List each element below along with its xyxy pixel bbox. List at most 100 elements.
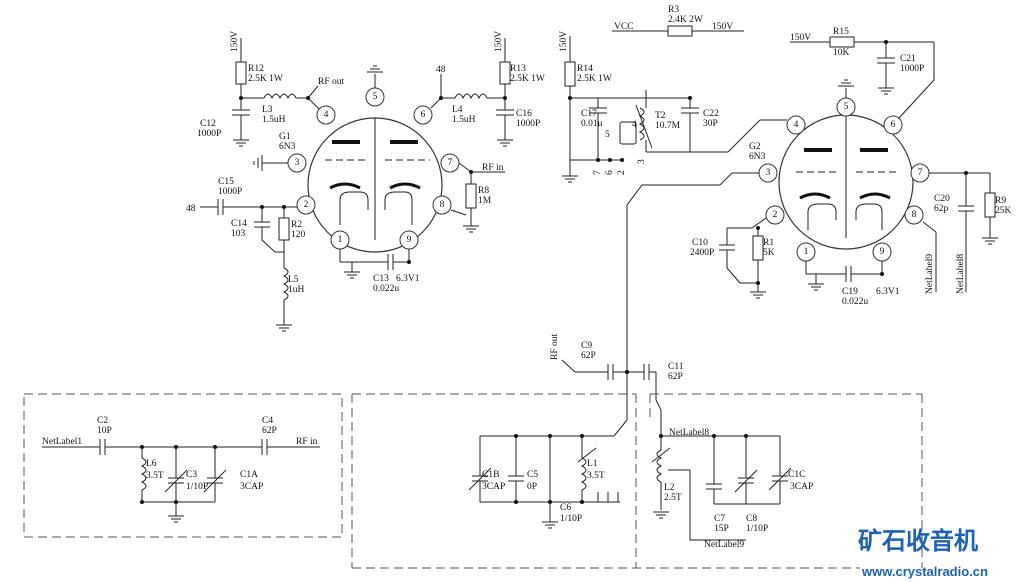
label-150v-r13: 150V (494, 31, 504, 52)
g1-pin-8: 8 (440, 200, 445, 210)
tube-g2-pins: 1 2 3 4 5 6 7 8 9 (758, 97, 930, 262)
tube-g2-wiring (561, 25, 999, 374)
label-c7-value: 15P (714, 524, 729, 534)
label-r3-150v: 150V (712, 22, 733, 32)
label-t2-pin2: 2 (617, 170, 627, 175)
label-c4-value: 62P (262, 426, 277, 436)
label-c10-value: 2400P (690, 248, 714, 258)
tube-g1 (307, 117, 443, 253)
label-c3-value: 1/10P (186, 482, 208, 492)
label-c2: C2 (97, 416, 108, 426)
g2-pin-2: 2 (773, 210, 778, 220)
label-c11-value: 62P (668, 372, 683, 382)
label-150v-r15: 150V (790, 33, 811, 43)
label-c14: C14 (231, 219, 247, 229)
label-c1c-value: 3CAP (790, 482, 813, 492)
label-r13: R13 (510, 64, 526, 74)
dashed-enclosures (23, 393, 923, 569)
tank-right (651, 434, 792, 541)
g1-pin-1: 1 (338, 235, 343, 245)
label-t2-pin5: 5 (605, 130, 610, 140)
label-c20: C20 (934, 194, 950, 204)
label-c5: C5 (527, 470, 538, 480)
label-t2-pin4: 4 (632, 120, 637, 130)
label-c4: C4 (262, 416, 273, 426)
label-netlabel8-horizontal: NetLabel8 (669, 428, 709, 438)
label-c12-value: 1000P (197, 129, 221, 139)
label-netlabel1: NetLabel1 (42, 437, 82, 447)
label-rf-in-top: RF in (482, 163, 504, 173)
g2-pin-4: 4 (794, 120, 799, 130)
label-c3: C3 (186, 470, 197, 480)
label-c11: C11 (668, 362, 684, 372)
label-r15: R15 (833, 27, 849, 37)
coupling-c9-c11 (561, 359, 662, 437)
tube-g2 (778, 114, 914, 250)
label-l4: L4 (452, 105, 463, 115)
label-c12: C12 (200, 119, 216, 129)
label-g2: G2 (749, 142, 761, 152)
g1-pin-2: 2 (304, 200, 309, 210)
label-rf-out-mid: RF out (550, 334, 560, 360)
label-netlabel9-horizontal: NetLabel9 (704, 540, 744, 550)
label-r8-value: 1M (478, 196, 492, 206)
label-r3-value: 2.4K 2W (668, 15, 703, 25)
label-g1-value: 6N3 (279, 142, 296, 152)
label-c17-value: 0.01u (581, 119, 603, 129)
label-g2-value: 6N3 (749, 152, 766, 162)
label-rf-in-bottom: RF in (296, 437, 318, 447)
g1-pin-6: 6 (421, 110, 426, 120)
label-l6-value: 3.5T (146, 471, 164, 481)
label-c22: C22 (703, 109, 719, 119)
label-r9: R9 (995, 196, 1006, 206)
label-vcc: VCC (614, 22, 634, 32)
label-c13: C13 (373, 274, 389, 284)
label-t2-pin7: 7 (593, 170, 603, 175)
label-l3: L3 (262, 105, 273, 115)
label-c16: C16 (516, 109, 532, 119)
label-g1: G1 (279, 132, 291, 142)
g2-pin-6: 6 (891, 120, 896, 130)
label-c6-value: 1/10P (560, 514, 582, 524)
label-150v-r14: 150V (559, 31, 569, 52)
label-c21: C21 (900, 54, 916, 64)
label-r15-value: 10K (833, 48, 850, 58)
label-l5-value: 1uH (288, 285, 305, 295)
label-r14-value: 2.5K 1W (577, 74, 612, 84)
label-r3: R3 (668, 5, 679, 15)
label-150v-r12: 150V (230, 31, 240, 52)
label-c19: C19 (842, 287, 858, 297)
tube-g1-pins: 1 2 3 4 5 6 7 8 9 (287, 87, 460, 250)
label-c20-value: 62p (934, 204, 949, 214)
watermark: 矿石收音机 www.crystalradio.cn (858, 527, 988, 579)
g2-pin-5: 5 (844, 102, 849, 112)
label-c15-value: 1000P (218, 187, 242, 197)
label-t2-pin6: 6 (605, 170, 615, 175)
label-r12: R12 (248, 64, 264, 74)
label-c14-value: 103 (231, 229, 246, 239)
label-r1: R1 (763, 238, 774, 248)
label-c15: C15 (218, 177, 234, 187)
g1-pin-3: 3 (295, 158, 300, 168)
label-c6: C6 (560, 503, 571, 513)
label-c1b: C1B (482, 470, 499, 480)
label-netlabel9-vertical: NetLabel9 (925, 254, 935, 294)
watermark-url: www.crystalradio.cn (861, 564, 988, 579)
label-c16-value: 1000P (516, 119, 540, 129)
label-l2: L2 (664, 483, 675, 493)
g2-pin-1: 1 (804, 247, 809, 257)
g1-pin-5: 5 (373, 92, 378, 102)
label-c19-value: 0.022u (842, 297, 868, 307)
label-c22-value: 30P (703, 119, 718, 129)
label-l4-value: 1.5uH (452, 115, 476, 125)
label-r1-value: 5K (763, 248, 775, 258)
label-c8: C8 (746, 514, 757, 524)
g1-pin-4: 4 (324, 110, 329, 120)
label-c7: C7 (714, 514, 725, 524)
label-c2-value: 10P (97, 426, 112, 436)
label-r14: R14 (577, 64, 593, 74)
label-c21-value: 1000P (900, 64, 924, 74)
label-l2-value: 2.5T (664, 493, 682, 503)
label-c17: C17 (581, 109, 597, 119)
